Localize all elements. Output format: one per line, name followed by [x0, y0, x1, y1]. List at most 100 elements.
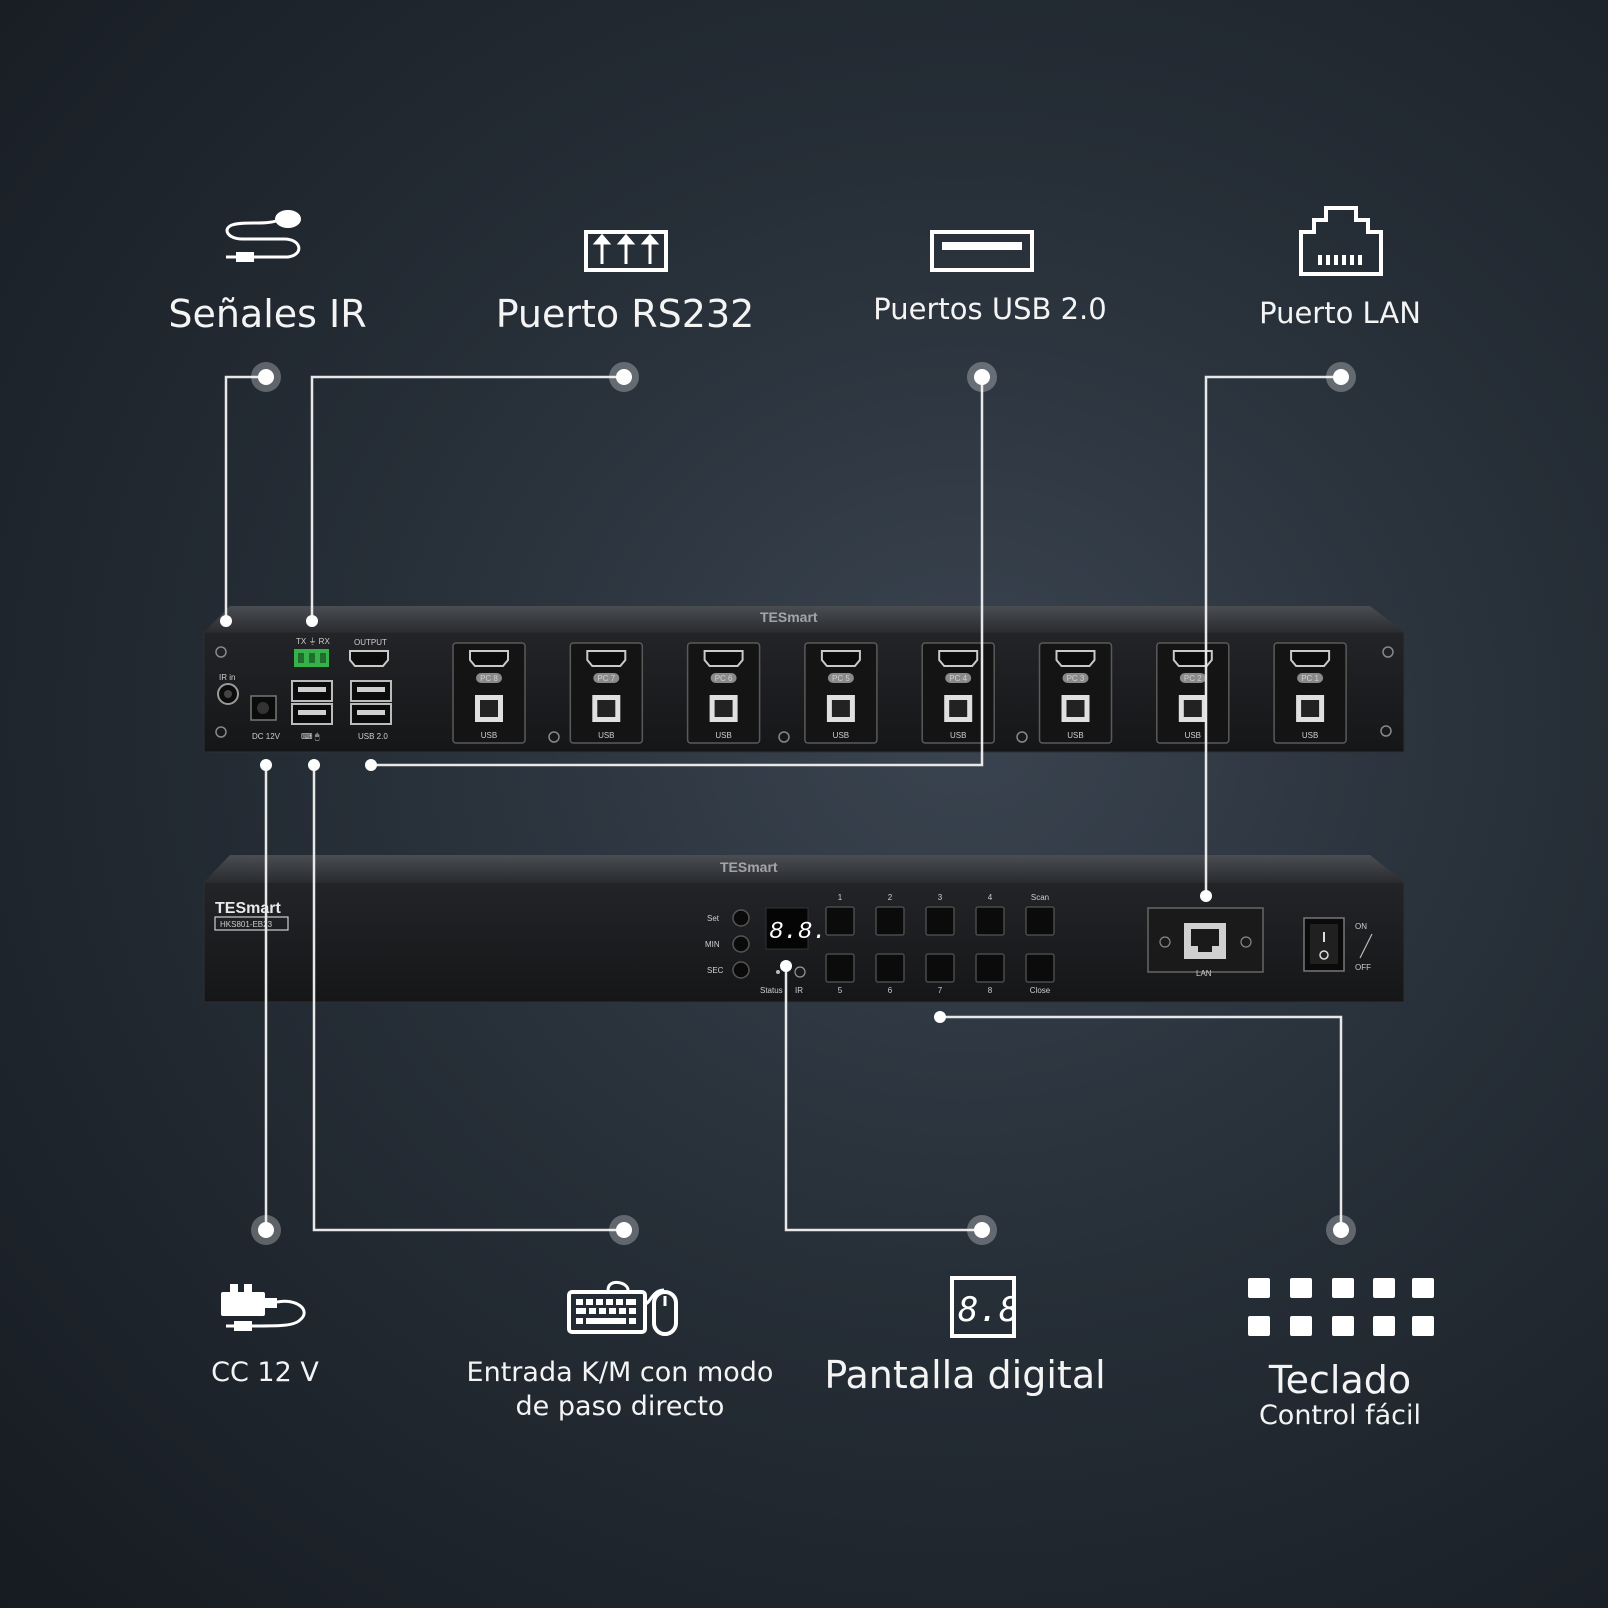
keypad-button-label: 4: [988, 893, 993, 902]
model-label: HKS801-EB23: [220, 920, 273, 929]
keypad-button[interactable]: [825, 906, 855, 936]
keypad-button[interactable]: [975, 906, 1005, 936]
segment-display: 8.8.: [769, 919, 827, 946]
rs232-silk-label: TX ⏚ RX: [296, 637, 330, 646]
anchor-dot: [780, 960, 792, 972]
pc-port-label: PC 5: [832, 674, 850, 683]
anchor-dot: [306, 615, 318, 627]
keypad-button-label: 2: [888, 893, 893, 902]
keypad-button[interactable]: [1025, 906, 1055, 936]
callout-dot: [258, 369, 274, 385]
ir-signals-label: Señales IR: [168, 292, 367, 336]
set-button[interactable]: [732, 909, 750, 927]
pc-port-label: PC 2: [1184, 674, 1202, 683]
anchor-dot: [934, 1011, 946, 1023]
anchor-dot: [365, 759, 377, 771]
pc-port-label: PC 8: [480, 674, 498, 683]
hdmi-port[interactable]: [586, 650, 627, 667]
usb-port-label: USB: [950, 731, 966, 740]
anchor-dot: [308, 759, 320, 771]
keypad-button-label: 3: [938, 893, 943, 902]
callout-dot: [258, 1222, 274, 1238]
pc-port-module: PC 5 USB: [804, 642, 878, 744]
output-hdmi-port[interactable]: [349, 650, 389, 667]
rs232-port-label: Puerto RS232: [495, 292, 755, 336]
sec-label: SEC: [707, 966, 724, 975]
pc-port-label: PC 3: [1067, 674, 1085, 683]
svg-text:TESmart: TESmart: [760, 609, 818, 625]
usb-port-icon: [930, 230, 1034, 272]
km-usb-ports[interactable]: [291, 680, 333, 725]
power-adapter-icon: [221, 1284, 306, 1331]
set-label: Set: [707, 914, 720, 923]
rear-panel: TESmart IR in DC 12V TX ⏚ RX: [203, 606, 1405, 753]
hdmi-port[interactable]: [469, 650, 509, 667]
usb-ports-label: Puertos USB 2.0: [873, 292, 1107, 326]
pc-port-module: PC 3 USB: [1038, 642, 1113, 744]
lan-label: LAN: [1196, 969, 1212, 978]
keypad-button[interactable]: [825, 953, 855, 983]
svg-text:8.8.: 8.8.: [958, 1290, 1016, 1330]
keypad-button[interactable]: [975, 953, 1005, 983]
usb2-label: USB 2.0: [358, 732, 388, 741]
callout-lines: [224, 375, 1343, 1232]
digital-display-label: Pantalla digital: [824, 1353, 1106, 1397]
keypad-button-label: 6: [888, 986, 893, 995]
anchor-dot: [1200, 890, 1212, 902]
keypad-label: Teclado: [1268, 1358, 1412, 1402]
pc-port-module: PC 1 USB: [1273, 642, 1347, 744]
callout-dot: [974, 369, 990, 385]
callout-dot: [1333, 1222, 1349, 1238]
anchor-dot: [260, 759, 272, 771]
hdmi-port[interactable]: [820, 650, 861, 667]
km-input-line2: de paso directo: [515, 1391, 725, 1422]
hdmi-port[interactable]: [1290, 650, 1331, 667]
keypad-button-label: Close: [1030, 986, 1051, 995]
keyboard-mouse-icon: [567, 1281, 678, 1336]
usb-port-label: USB: [481, 731, 497, 740]
output-label: OUTPUT: [354, 638, 387, 647]
usb-port-label: USB: [1302, 731, 1318, 740]
keypad-button-label: Scan: [1031, 893, 1049, 902]
rs232-port-icon: [584, 230, 668, 272]
usb-port-label: USB: [715, 731, 731, 740]
lan-port-icon: [1299, 206, 1383, 276]
hdmi-port[interactable]: [938, 650, 979, 667]
off-label: OFF: [1355, 963, 1371, 972]
anchor-dot: [220, 615, 232, 627]
keypad-button[interactable]: [875, 953, 905, 983]
sec-button[interactable]: [732, 961, 750, 979]
usb-port-label: USB: [598, 731, 614, 740]
dc-label: DC 12V: [252, 732, 281, 741]
usb-port-label: USB: [833, 731, 849, 740]
lan-port-label: Puerto LAN: [1259, 296, 1421, 330]
usb-port-label: USB: [1185, 731, 1201, 740]
min-button[interactable]: [732, 935, 750, 953]
km-symbols: ⌨ 🖱: [301, 731, 320, 741]
callout-dot: [616, 369, 632, 385]
min-label: MIN: [705, 940, 720, 949]
pc-port-module: PC 4 USB: [921, 642, 995, 744]
usb2-ports[interactable]: [350, 680, 392, 725]
keypad-button[interactable]: [875, 906, 905, 936]
keypad-button[interactable]: [1025, 953, 1055, 983]
pc-port-label: PC 7: [597, 674, 615, 683]
pc-port-label: PC 4: [949, 674, 967, 683]
digital-display-icon: 8.8.: [950, 1276, 1016, 1338]
pc-port-label: PC 6: [715, 674, 733, 683]
pc-port-label: PC 1: [1301, 674, 1319, 683]
pc-port-module: PC 6 USB: [686, 642, 761, 744]
keypad-button-label: 7: [938, 986, 943, 995]
ir-in-label: IR in: [219, 673, 235, 682]
keypad-button[interactable]: [925, 953, 955, 983]
dc-power-label: CC 12 V: [211, 1357, 319, 1388]
usb-port-label: USB: [1067, 731, 1083, 740]
callout-dots: [220, 362, 1356, 1245]
hdmi-port[interactable]: [703, 650, 744, 667]
keypad-button[interactable]: [925, 906, 955, 936]
keypad-button-label: 8: [988, 986, 993, 995]
hdmi-port[interactable]: [1055, 650, 1096, 667]
